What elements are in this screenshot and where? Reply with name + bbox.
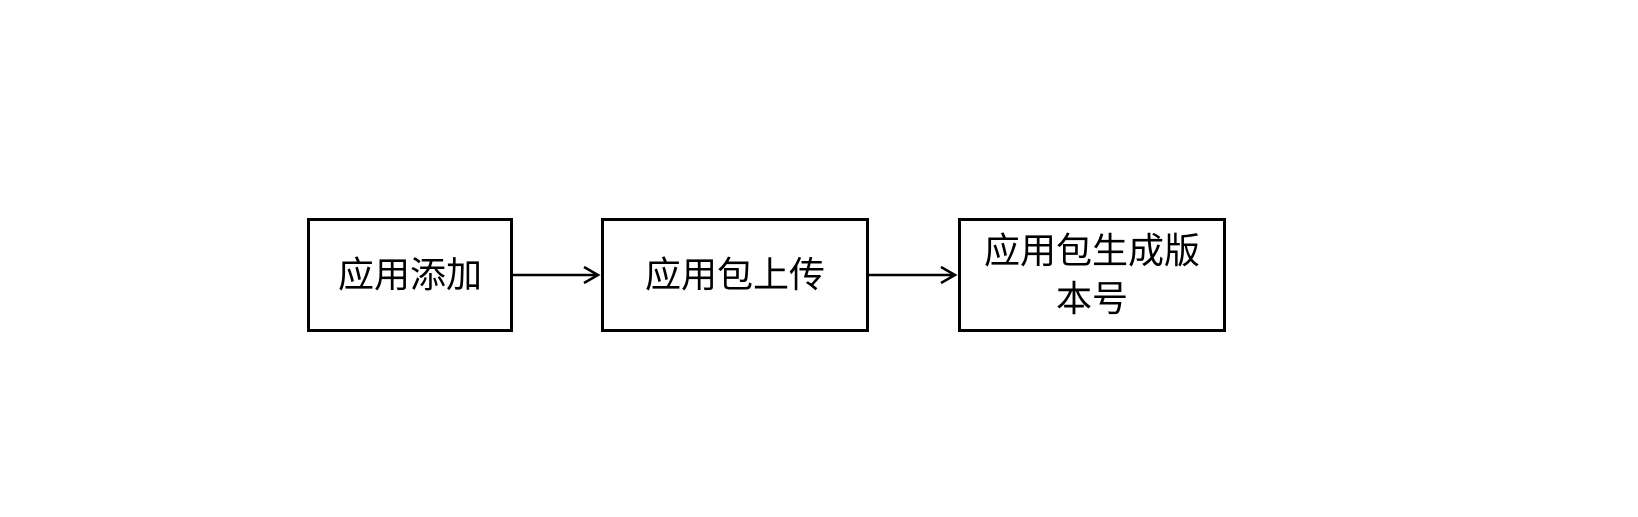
flow-node-app-package-upload: 应用包上传 bbox=[601, 218, 869, 332]
flow-node-app-package-upload-label: 应用包上传 bbox=[644, 254, 825, 295]
flow-arrow-2 bbox=[869, 265, 958, 285]
flow-node-app-add-label: 应用添加 bbox=[337, 254, 482, 295]
flow-node-app-add: 应用添加 bbox=[307, 218, 513, 332]
flow-node-app-package-version-label: 应用包生成版 本号 bbox=[984, 227, 1200, 323]
flow-node-app-package-version-line-1: 应用包生成版 bbox=[983, 230, 1200, 271]
flow-node-app-package-version: 应用包生成版 本号 bbox=[958, 218, 1226, 332]
flow-arrow-1 bbox=[513, 265, 601, 285]
flow-node-app-package-version-line-2: 本号 bbox=[1055, 278, 1128, 319]
